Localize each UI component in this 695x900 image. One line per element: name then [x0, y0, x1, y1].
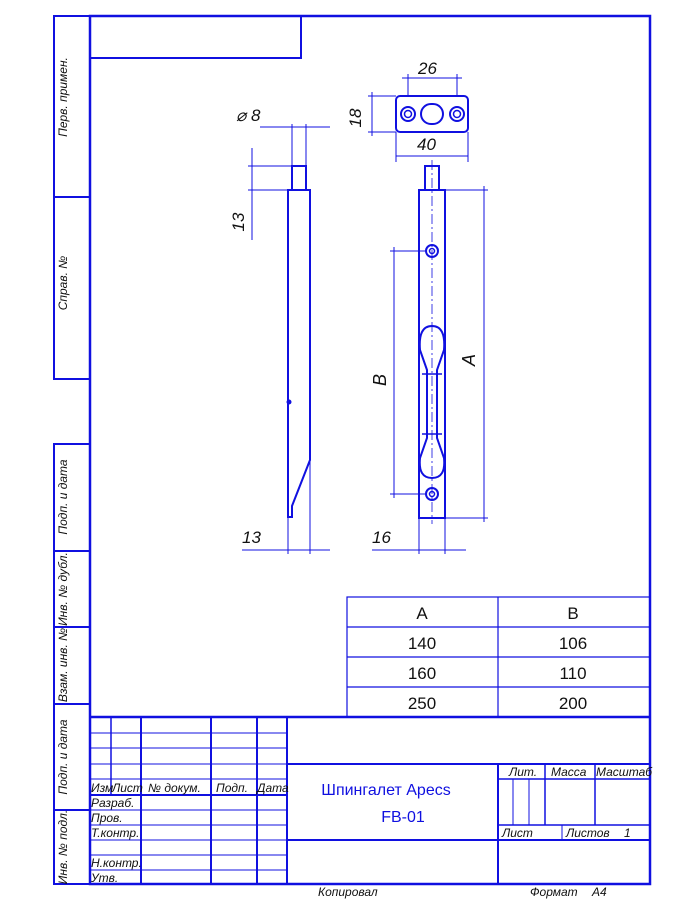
dimensions-table: A B 140 106 160 110 250 200	[346, 596, 651, 718]
table-cell: 140	[408, 634, 436, 653]
stamp-sheets-count: 1	[624, 826, 631, 840]
stamp-role-prov: Пров.	[91, 811, 123, 825]
dim-40: 40	[417, 135, 436, 154]
stamp-col-izm: Изм	[91, 781, 113, 795]
side-label-podl: Инв. № подл.	[56, 810, 70, 884]
stamp-col-podp: Подп.	[216, 781, 248, 795]
stamp-role-nkontr: Н.контр.	[91, 856, 142, 870]
table-cell: 110	[559, 664, 586, 683]
side-view: ⌀ 8 13 13	[229, 106, 330, 554]
front-view: A B 16	[370, 160, 488, 554]
stamp-role-tkontr: Т.контр.	[91, 826, 139, 840]
table-cell: 106	[559, 634, 587, 653]
stamp-col-docnum: № докум.	[148, 781, 201, 795]
stamp-col-list: Лист	[111, 781, 143, 795]
dim-diameter: ⌀ 8	[236, 106, 261, 125]
side-label-podp2: Подп. и дата	[56, 719, 70, 794]
drawing-frame	[53, 14, 652, 886]
side-label-vzam: Взам. инв. №	[56, 628, 70, 702]
sheet-footer: Копировал Формат A4	[318, 885, 607, 899]
top-plate-view: 26 18 40	[346, 59, 469, 162]
dim-13-bottom: 13	[242, 528, 261, 547]
side-label-sprav: Справ. №	[56, 256, 70, 311]
footer-format: Формат	[530, 885, 578, 899]
side-label-podp1: Подп. и дата	[56, 459, 70, 534]
stamp-code: FB-01	[381, 809, 425, 826]
title-block: Изм Лист № докум. Подп. Дата Разраб. Про…	[90, 715, 653, 885]
table-header-a: A	[416, 604, 428, 623]
stamp-lit: Лит.	[508, 765, 537, 779]
pin-dot	[286, 399, 292, 405]
dim-A: A	[459, 354, 479, 367]
stamp-sheet: Лист	[501, 826, 533, 840]
dim-18: 18	[346, 108, 365, 127]
stamp-role-razrab: Разраб.	[91, 796, 134, 810]
table-cell: 250	[408, 694, 436, 713]
dim-B: B	[370, 374, 390, 386]
stamp-col-date: Дата	[255, 781, 289, 795]
dim-26: 26	[417, 59, 437, 78]
dim-13-vertical: 13	[229, 212, 248, 231]
table-cell: 160	[408, 664, 436, 683]
table-cell: 200	[559, 694, 587, 713]
side-labels: Перв. примен. Справ. № Подп. и дата Инв.…	[56, 57, 70, 884]
side-label-dubl: Инв. № дубл.	[56, 552, 70, 626]
stamp-scale: Масштаб	[596, 765, 653, 779]
table-header-b: B	[567, 604, 578, 623]
stamp-mass: Масса	[551, 765, 587, 779]
stamp-sheets: Листов	[565, 826, 610, 840]
stamp-role-utv: Утв.	[90, 871, 118, 885]
footer-format-value: A4	[591, 885, 607, 899]
stamp-title: Шпингалет Apecs	[321, 782, 450, 799]
footer-copied: Копировал	[318, 885, 378, 899]
dim-16: 16	[372, 528, 391, 547]
side-label-perv: Перв. примен.	[56, 57, 70, 137]
